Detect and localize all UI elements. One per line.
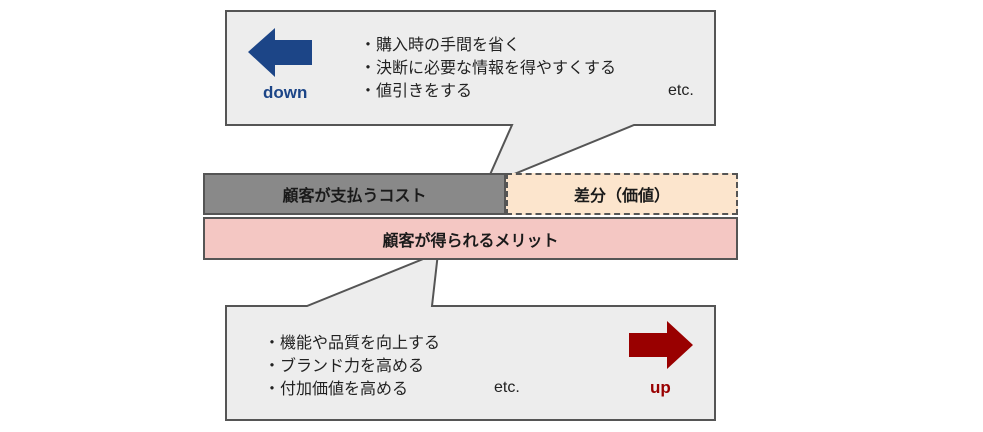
- top-bullet-1: ・購入時の手間を省く: [360, 35, 521, 54]
- down-label: down: [263, 83, 308, 102]
- customer-cost-bar: 顧客が支払うコスト: [203, 173, 506, 215]
- arrow-right-icon: [629, 321, 693, 369]
- top-callout-bubble: [225, 10, 716, 188]
- bottom-callout-bubble: [225, 251, 716, 421]
- top-etc: etc.: [668, 82, 694, 99]
- arrow-left-icon: [248, 28, 312, 77]
- up-label: up: [650, 378, 671, 397]
- top-bullet-3: ・値引きをする: [360, 81, 473, 100]
- bottom-bullet-3: ・付加価値を高める: [264, 379, 409, 398]
- bottom-bullet-1: ・機能や品質を向上する: [264, 333, 441, 352]
- customer-merit-label: 顧客が得られるメリット: [382, 230, 559, 250]
- top-bullet-2: ・決断に必要な情報を得やすくする: [360, 58, 617, 77]
- difference-value-label: 差分（価値）: [573, 186, 670, 205]
- bottom-etc: etc.: [494, 379, 520, 396]
- bottom-bullet-2: ・ブランド力を高める: [264, 356, 425, 375]
- difference-value-bar: 差分（価値）: [506, 173, 738, 215]
- customer-merit-bar: 顧客が得られるメリット: [203, 217, 738, 260]
- customer-cost-label: 顧客が支払うコスト: [282, 186, 427, 205]
